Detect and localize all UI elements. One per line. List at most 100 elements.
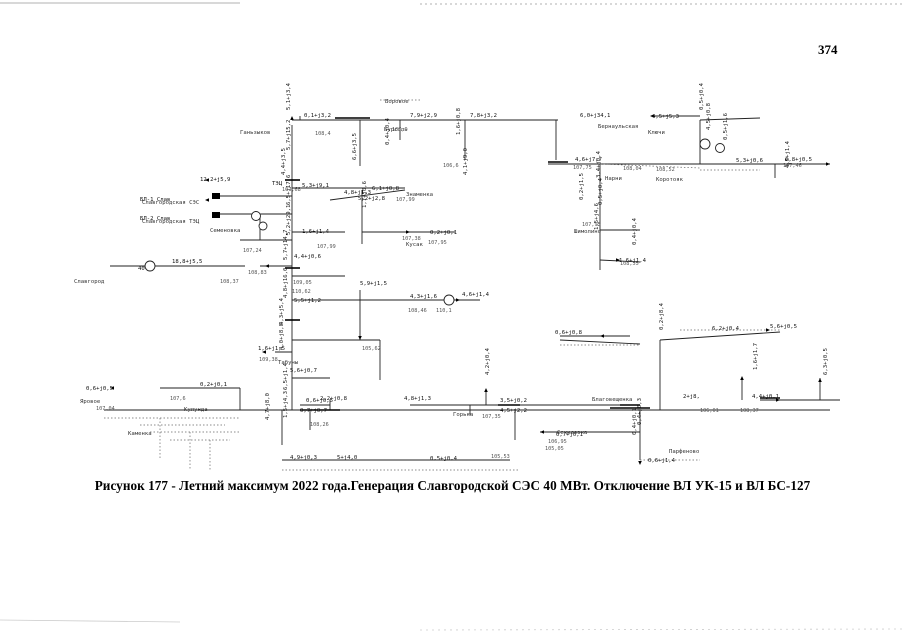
voltage-label: 107,68 [282, 187, 301, 193]
voltage-label: 107,04 [96, 406, 115, 412]
flow-label: 4,8+j1,3 [404, 396, 431, 402]
connection-line [659, 331, 781, 341]
substation-label: Кусак [406, 242, 423, 248]
generator-label: БЛ-2 Слав [140, 216, 170, 222]
flow-label: 4,3+j1,6 [410, 294, 437, 300]
voltage-label: 107,24 [243, 248, 262, 254]
voltage-label: 108,37 [220, 279, 239, 285]
substation-label: Коротояк [656, 177, 684, 183]
substation-label: Славгородская СЭС [142, 200, 199, 206]
substation-label: Славгород [74, 279, 105, 285]
flow-label: 5,6+j0,5 [770, 324, 797, 330]
flow-label: 0,6+j0,8 [555, 330, 583, 336]
flow-label: 1,6+j1,5 [258, 346, 285, 352]
substation-label: Яровое [80, 399, 101, 405]
flow-arrow [358, 336, 362, 340]
voltage-label: 108,04 [623, 166, 642, 172]
substation-label: Парфеново [669, 449, 699, 455]
voltage-label: 108,55 [620, 261, 639, 267]
generator-label: ТЭЦ [272, 181, 283, 187]
substation-label: Боровое [385, 99, 409, 105]
flow-label: 12,2+j5,9 [200, 177, 230, 183]
flow-arrow [205, 198, 209, 202]
vertical-flow-label: 1,5+j4,6 [594, 203, 600, 230]
flow-label: 0,5+j0,4 [430, 456, 458, 462]
vertical-flow-label: 6,5+j1,4 [283, 362, 289, 390]
voltage-label: 107,46 [783, 163, 802, 169]
vertical-flow-label: 0,2+j1,5 [579, 173, 585, 200]
substation-label: Благовещенка [592, 397, 632, 403]
flow-label: 5,2+j2,8 [358, 196, 386, 202]
generator-symbol [715, 143, 725, 153]
flow-label: 0,2+j0,1 [200, 382, 227, 388]
flow-label: 0,7+j0,1 [556, 432, 583, 438]
vertical-flow-label: 0,2+j8,4 [659, 302, 665, 330]
vertical-flow-label: 4,7+j8,0 [265, 393, 271, 420]
voltage-label: 108,26 [310, 422, 329, 428]
voltage-label: 106,6 [443, 163, 459, 169]
voltage-label: 108,52 [656, 167, 675, 173]
flow-label: 0,2+j0,1 [430, 230, 457, 236]
voltage-label: 105,53 [491, 454, 510, 460]
connection-line [599, 259, 641, 263]
vertical-flow-label: 0,4+j0,4 [632, 217, 638, 245]
flow-arrow [650, 114, 654, 118]
vertical-flow-label: 5,7+j14,7 [283, 230, 289, 260]
voltage-label: 108,37 [740, 408, 759, 414]
flow-label: 4,4+j0,6 [294, 254, 321, 260]
flow-arrow [616, 258, 620, 262]
vertical-flow-label: 4,5+j1,4 [785, 140, 791, 168]
substation-label: Секисовка [557, 430, 587, 436]
flow-arrow [740, 376, 744, 380]
substation-label: Знаменка [406, 192, 433, 198]
vertical-flow-label: 5,1+j3,4 [286, 82, 292, 110]
substation-label: Славгородская ТЭЦ [142, 219, 200, 225]
vertical-flow-label: 4,5+j0,8 [706, 102, 712, 130]
substation-label: Табуны [278, 359, 299, 366]
flow-arrow [456, 298, 460, 302]
voltage-label: 107,99 [317, 244, 336, 250]
substation-label: Бурсоль [384, 127, 408, 133]
vertical-flow-label: 1,7+j0,6 [362, 181, 368, 208]
vertical-flow-label: 5,2+j29,1 [286, 205, 292, 235]
flow-label: 1,6+j1,4 [619, 258, 647, 264]
flow-arrow [826, 162, 830, 166]
voltage-label: 107,38 [402, 236, 421, 242]
flow-arrow [638, 461, 642, 465]
generator-label: 40 [138, 266, 145, 272]
substation-label: Кулунда [184, 407, 208, 413]
voltage-label: 106,01 [700, 408, 719, 414]
flow-arrow [262, 350, 266, 354]
substation-label: Шимолино [574, 229, 601, 235]
flow-label: 2+j8, [683, 394, 700, 400]
flow-arrow [600, 334, 604, 338]
voltage-label: 107,95 [582, 222, 601, 228]
voltage-label: 108,83 [248, 270, 267, 276]
flow-label: 0,6+j0,5 [306, 398, 333, 404]
vertical-flow-label: 4,8+j16,0 [283, 268, 289, 298]
connection-line [329, 189, 406, 201]
voltage-label: 107,99 [396, 197, 415, 203]
vertical-flow-label: 5,7+j15,2 [286, 120, 292, 150]
flow-label: 5,9+j1,5 [360, 281, 387, 287]
flow-arrow [110, 386, 114, 390]
breaker-square [212, 193, 220, 199]
vertical-flow-label: 0,4+j0,3 [637, 398, 643, 425]
flow-label: 4,6+j7,7 [575, 157, 602, 163]
substation-label: Горька [453, 412, 473, 418]
flow-label: 4,9+j0,3 [290, 455, 317, 461]
vertical-flow-label: 0,5+j0,4 [598, 177, 604, 205]
flow-label: 1,6+j1,4 [302, 229, 330, 235]
figure-caption: Рисунок 177 - Летний максимум 2022 года.… [94, 478, 811, 493]
page-number: 374 [818, 42, 838, 57]
substation-label: Ганьзыков [240, 130, 270, 136]
flow-label: 6,1+j0,8 [372, 186, 400, 192]
vertical-flow-label: 4,4+j3,5 [281, 148, 287, 175]
substation-label: Семеновка [210, 228, 240, 234]
scan-mark [0, 619, 181, 623]
substation-label: Бернаульская [598, 124, 638, 130]
flow-label: 0,6+j0,5 [86, 386, 113, 392]
voltage-label: 105,05 [545, 446, 564, 452]
